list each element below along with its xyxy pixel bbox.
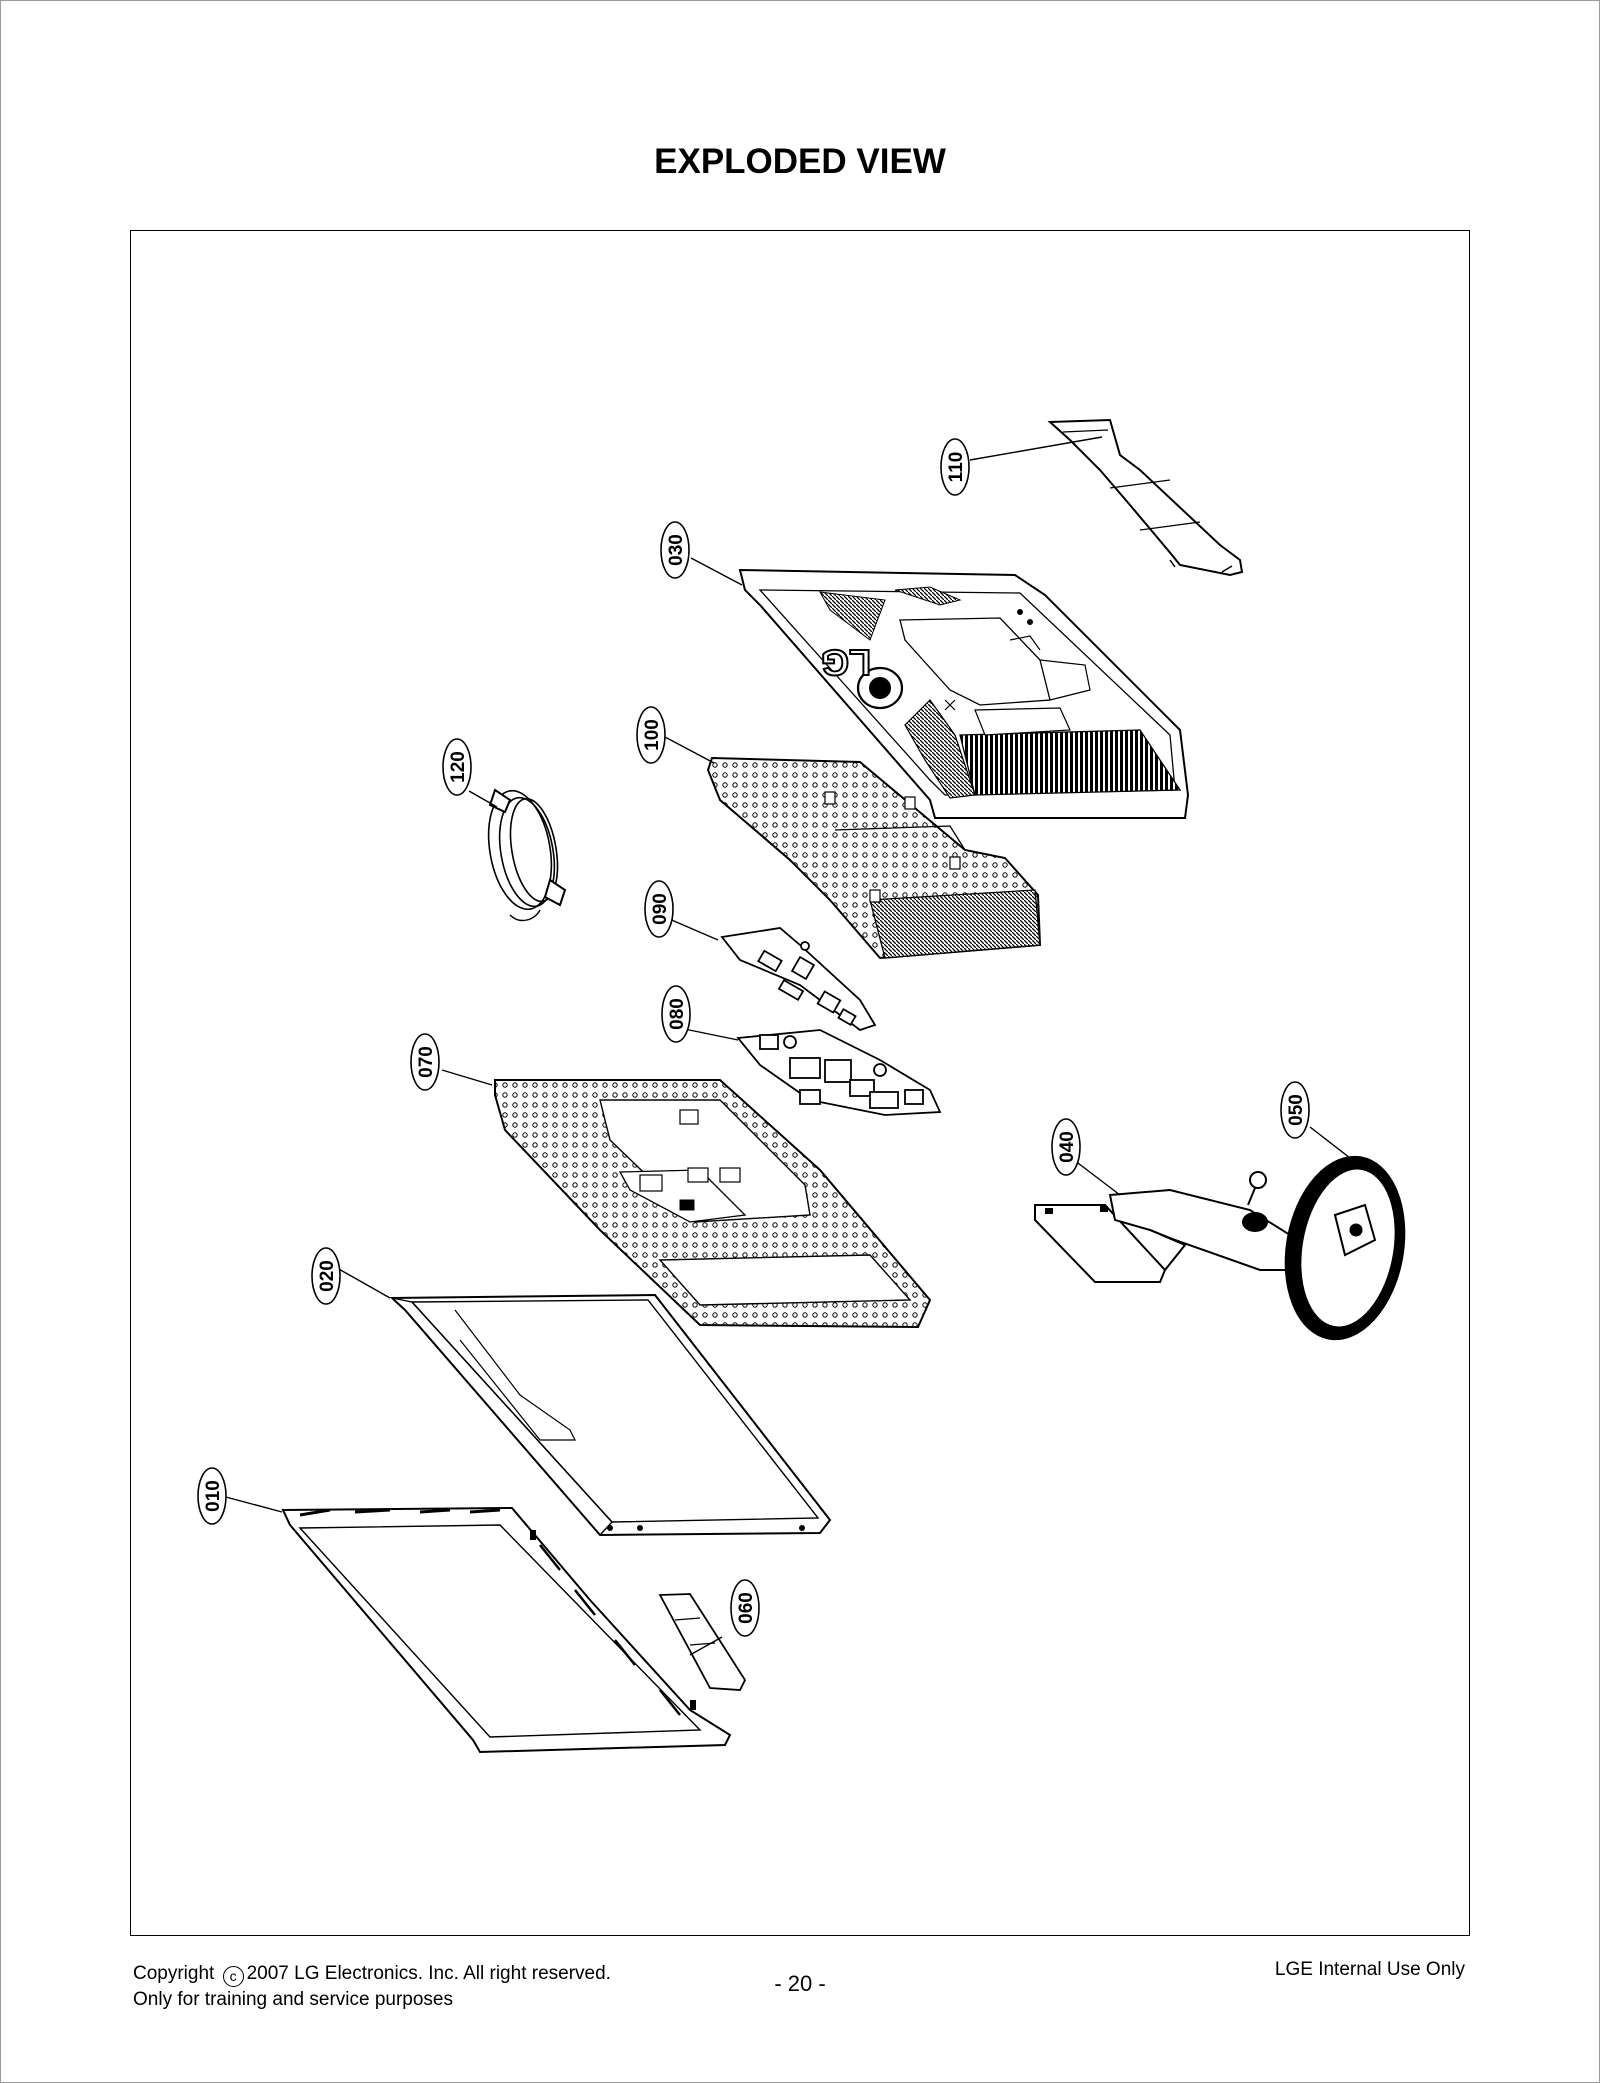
callout-070: 070 [410,1033,440,1091]
page-number: - 20 - [774,1971,826,1996]
copyright-text: 2007 LG Electronics. Inc. All right rese… [246,1963,611,1984]
internal-use-note: LGE Internal Use Only [1274,1959,1465,1980]
part-120-power-cord [487,788,567,922]
callout-120: 120 [442,738,472,796]
usage-note: Only for training and service purposes [133,1989,453,2010]
callout-060: 060 [730,1579,760,1637]
part-100-shield-case [706,756,1042,960]
page-title: EXPLODED VIEW [654,142,946,181]
copyright-icon: c [222,1966,244,1987]
callout-110: 110 [940,438,970,496]
leader-lines [221,436,1351,1656]
part-030-back-cover: LG [738,568,1190,819]
callout-090: 090 [644,880,674,938]
part-010-front-bezel [281,1506,732,1754]
callout-100: 100 [636,706,666,764]
callout-label-100: 100 [642,719,663,751]
callout-label-010: 010 [203,1480,224,1512]
callout-010: 010 [197,1467,227,1525]
part-020-lcd-panel [389,1293,832,1537]
callout-label-080: 080 [667,998,688,1030]
callout-080: 080 [661,985,691,1043]
callout-label-120: 120 [448,751,469,783]
callout-label-070: 070 [416,1046,437,1078]
part-050-stand-base [1284,1155,1406,1341]
callout-050: 050 [1280,1081,1310,1139]
callout-label-030: 030 [666,534,687,566]
callout-label-060: 060 [736,1592,757,1624]
callout-040: 040 [1051,1118,1081,1176]
lg-logo: LG [821,642,871,683]
callout-030: 030 [660,521,690,579]
diagram-frame [130,230,1470,1936]
part-070-inner-frame [494,1079,932,1329]
callout-label-050: 050 [1286,1094,1307,1126]
callout-label-110: 110 [946,452,967,483]
callout-label-020: 020 [317,1260,338,1292]
callout-label-040: 040 [1057,1131,1078,1163]
part-040-stand-body [1034,1171,1294,1283]
part-080-power-board [736,1029,942,1116]
copyright-prefix: Copyright [133,1963,215,1984]
part-110-cable-cover [1047,418,1244,577]
callout-020: 020 [311,1247,341,1305]
callout-label-090: 090 [650,893,671,925]
part-090-main-board [720,927,877,1032]
